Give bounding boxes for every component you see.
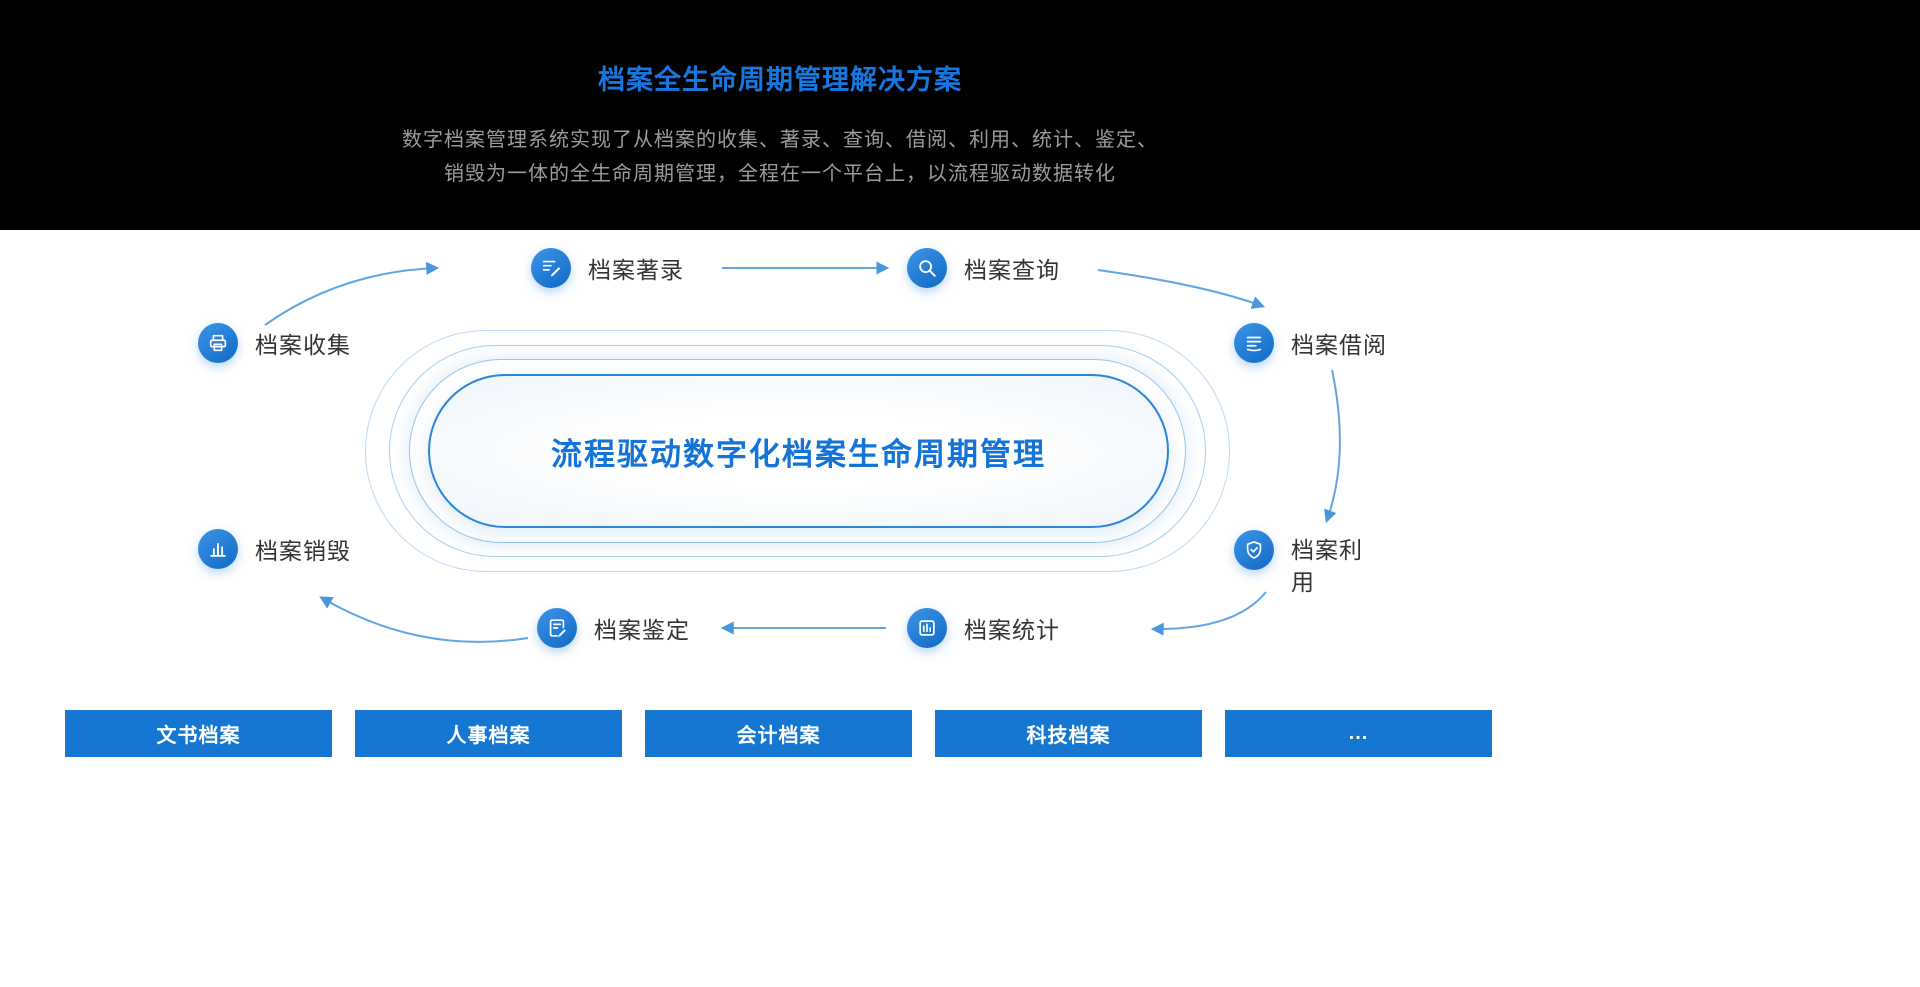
node-archive-use: 档案利用 — [1234, 530, 1367, 598]
node-archive-collect: 档案收集 — [198, 323, 351, 363]
diagram-center-title: 流程驱动数字化档案生命周期管理 — [551, 436, 1046, 472]
edit-document-icon — [537, 608, 577, 648]
category-button-document-archives[interactable]: 文书档案 — [65, 710, 332, 757]
page-description-line1: 数字档案管理系统实现了从档案的收集、著录、查询、借阅、利用、统计、鉴定、 — [402, 129, 1158, 151]
outer-ring — [365, 330, 1230, 572]
diagram-center: 流程驱动数字化档案生命周期管理 — [428, 374, 1169, 528]
node-archive-destroy: 档案销毁 — [198, 529, 351, 569]
node-archive-appraisal: 档案鉴定 — [537, 608, 690, 648]
arrow-search-to-borrow — [1097, 269, 1266, 309]
node-archive-borrow: 档案借阅 — [1234, 323, 1387, 363]
document-lines-icon — [1234, 323, 1274, 363]
shield-check-icon — [1234, 530, 1274, 570]
arrow-borrow-to-use — [1324, 369, 1341, 524]
hero-inner: 档案全生命周期管理解决方案 数字档案管理系统实现了从档案的收集、著录、查询、借阅… — [0, 0, 1560, 191]
page-description-line2: 销毁为一体的全生命周期管理，全程在一个平台上，以流程驱动数据转化 — [444, 163, 1116, 185]
search-icon — [907, 248, 947, 288]
framed-chart-icon — [907, 608, 947, 648]
node-label: 档案收集 — [255, 332, 351, 358]
node-archive-catalog: 档案著录 — [531, 248, 684, 288]
node-label: 档案统计 — [964, 617, 1060, 643]
page-title: 档案全生命周期管理解决方案 — [598, 65, 962, 95]
node-label: 档案查询 — [964, 257, 1060, 283]
node-label: 档案著录 — [588, 257, 684, 283]
category-button-scitech-archives[interactable]: 科技档案 — [935, 710, 1202, 757]
node-archive-search: 档案查询 — [907, 248, 1060, 288]
bar-chart-icon — [198, 529, 238, 569]
category-button-more[interactable]: ... — [1225, 710, 1492, 757]
middle-ring — [389, 345, 1206, 557]
pen-lines-icon — [531, 248, 571, 288]
node-label: 档案鉴定 — [594, 617, 690, 643]
node-label: 档案借阅 — [1291, 332, 1387, 358]
inner-ring — [409, 359, 1186, 543]
node-label: 档案销毁 — [255, 538, 351, 564]
arrow-collect-to-catalog — [264, 261, 440, 326]
arrow-appraise-to-destroy — [319, 596, 529, 643]
category-button-personnel-archives[interactable]: 人事档案 — [355, 710, 622, 757]
printer-icon — [198, 323, 238, 363]
node-archive-statistics: 档案统计 — [907, 608, 1060, 648]
category-button-accounting-archives[interactable]: 会计档案 — [645, 710, 912, 757]
hero-header: 档案全生命周期管理解决方案 数字档案管理系统实现了从档案的收集、著录、查询、借阅… — [0, 0, 1920, 230]
node-label: 档案利用 — [1291, 537, 1363, 595]
